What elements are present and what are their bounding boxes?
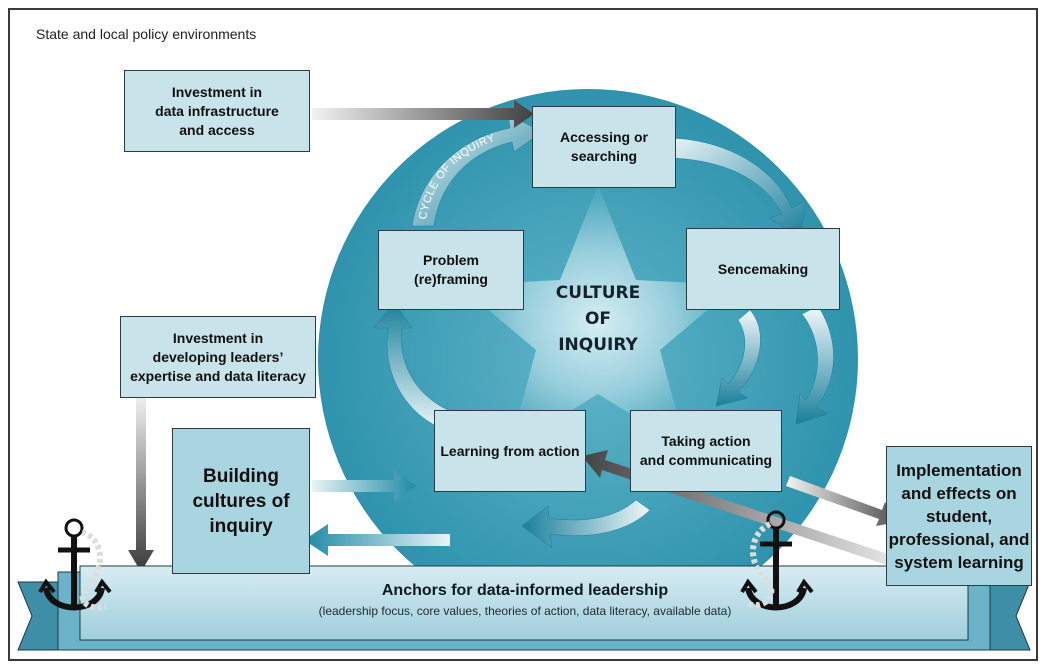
center-title: CULTURE OF INQUIRY: [548, 280, 648, 358]
investment-leaders-box: Investment in developing leaders’ expert…: [120, 316, 316, 398]
frame-label: State and local policy environments: [36, 26, 257, 42]
center-title-line-2: OF: [584, 309, 612, 329]
cycle-arrow-3: [521, 499, 651, 549]
anchors-banner: [79, 565, 969, 641]
arrow-implementation: [786, 476, 898, 526]
arrow-infrastructure: [312, 100, 534, 128]
arrow-building-right: [312, 470, 416, 502]
anchors-title: Anchors for data-informed leadership: [381, 582, 669, 599]
implementation-box: Implementation and effects on student, p…: [886, 446, 1032, 586]
right-anchor: [740, 510, 814, 611]
anchors-subtitle: (leadership focus, core values, theories…: [318, 604, 732, 618]
cycle-arrow-2b: [715, 309, 761, 407]
step-accessing-box: Accessing or searching: [532, 106, 676, 188]
center-title-line-3: INQUIRY: [558, 335, 638, 355]
center-title-line-1: CULTURE: [555, 283, 641, 303]
step-sensemaking-box: Sencemaking: [686, 228, 840, 310]
step-taking-action-box: Taking action and communicating: [630, 410, 782, 492]
step-problem-box: Problem (re)framing: [378, 230, 524, 310]
cycle-arrow-2: [795, 305, 834, 425]
anchors-text: Anchors for data-informed leadership (le…: [130, 582, 920, 618]
diagram-graphics: CYCLE OF INQUIRY: [17, 89, 1031, 651]
policy-environment-frame: CYCLE OF INQUIRY State and local policy …: [8, 8, 1038, 661]
arrow-leaders: [128, 398, 154, 572]
culture-star: [459, 185, 737, 448]
arrow-building-left: [304, 524, 450, 556]
building-cultures-box: Building cultures of inquiry: [172, 428, 310, 574]
investment-infrastructure-box: Investment in data infrastructure and ac…: [124, 70, 310, 152]
step-learning-box: Learning from action: [434, 410, 586, 492]
left-anchor: [38, 518, 112, 611]
